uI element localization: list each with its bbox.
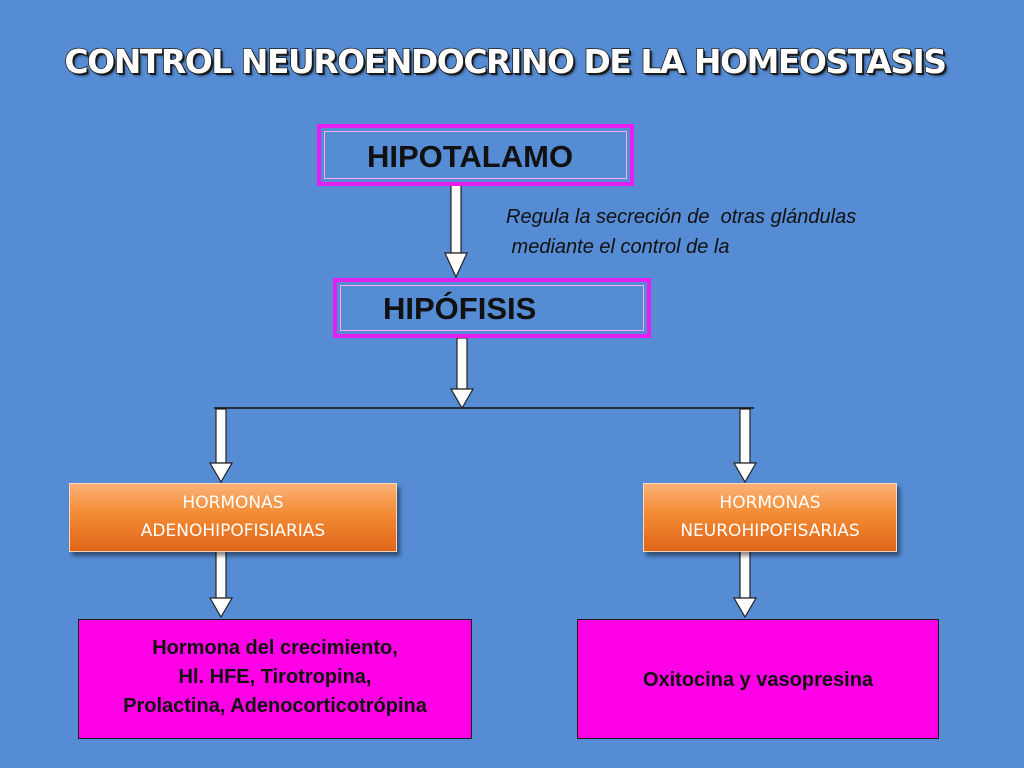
node-neuro-hormone-list: Oxitocina y vasopresina [577,619,939,739]
adeno-list-line1: Hormona del crecimiento, [152,637,398,659]
node-hormonas-neurohipofisarias: HORMONAS NEUROHIPOFISARIAS [643,483,897,552]
arrow-adeno-to-list [208,545,234,619]
node-hipotalamo-label: HIPOTALAMO [367,139,574,174]
node-hipotalamo: HIPOTALAMO [317,124,634,186]
node-adeno-line2: ADENOHIPOFISIARIAS [140,521,326,541]
node-neuro-line1: HORMONAS [719,493,821,513]
adeno-list-line2: Hl. HFE, Tirotropina, [178,666,372,688]
node-adeno-hormone-list: Hormona del crecimiento, Hl. HFE, Tirotr… [78,619,472,739]
node-hipofisis-label: HIPÓFISIS [383,291,537,326]
node-hipofisis: HIPÓFISIS [333,278,651,338]
adeno-list-line3: Prolactina, Adenocorticotrópina [123,695,427,717]
node-hormonas-adenohipofisiarias: HORMONAS ADENOHIPOFISIARIAS [69,483,397,552]
neuro-list-text: Oxitocina y vasopresina [642,669,874,691]
arrow-hipotalamo-to-hipofisis [444,182,468,279]
regulation-note-line2: mediante el control de la [506,236,730,258]
node-neuro-line2: NEUROHIPOFISARIAS [680,521,860,541]
arrow-branch-to-neuro [732,408,758,484]
node-adeno-line1: HORMONAS [182,493,284,513]
arrow-neuro-to-list [732,545,758,619]
regulation-note: Regula la secreción de otras glándulas m… [506,202,856,262]
arrow-hipofisis-to-branch [449,337,475,410]
regulation-note-line1: Regula la secreción de otras glándulas [506,206,857,228]
arrow-branch-to-adeno [208,408,234,484]
slide-title: CONTROL NEUROENDOCRINO DE LA HOMEOSTASIS [64,41,948,82]
